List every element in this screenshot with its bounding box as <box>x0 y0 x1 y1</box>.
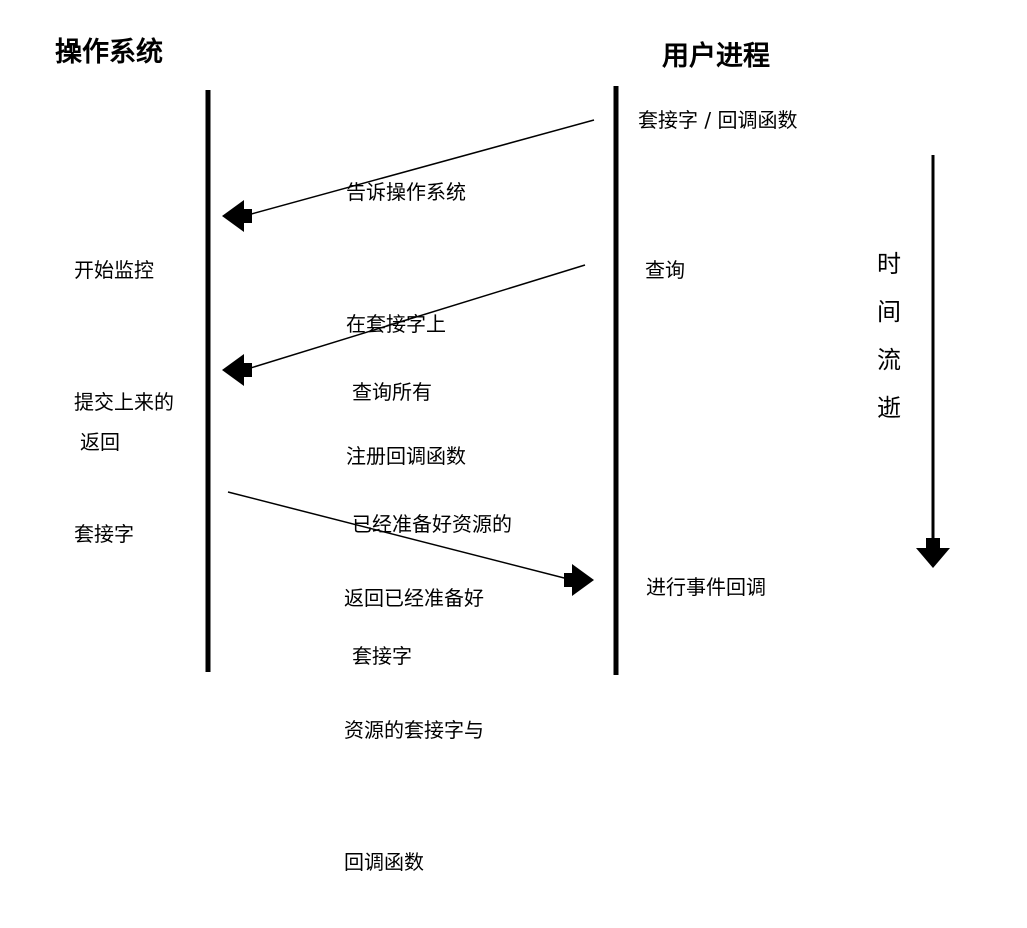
sequence-diagram-lines <box>205 86 950 675</box>
register-message-line-3: 注册回调函数 <box>346 444 466 468</box>
user-socket-callback-note: 套接字 / 回调函数 <box>638 108 798 132</box>
query-ready-sockets-arrow <box>222 264 586 386</box>
os-return-note: 返回 <box>80 430 120 454</box>
os-monitor-line-1: 开始监控 <box>74 258 154 282</box>
query-message-line-3: 套接字 <box>352 644 412 668</box>
response-message-line-3: 回调函数 <box>344 850 424 874</box>
user-query-note: 查询 <box>645 258 685 282</box>
time-flow-label: 时间流逝 <box>877 250 901 422</box>
response-message-line-1: 返回已经准备好 <box>344 586 484 610</box>
query-message-line-1: 查询所有 <box>352 380 432 404</box>
user-callback-note: 进行事件回调 <box>646 575 766 599</box>
register-callback-arrow <box>222 119 595 232</box>
response-message: 返回已经准备好 资源的套接字与 回调函数 <box>344 488 484 928</box>
register-message-line-2: 在套接字上 <box>346 312 446 336</box>
query-message: 查询所有 已经准备好资源的 套接字 <box>352 282 512 722</box>
os-heading: 操作系统 <box>55 37 163 68</box>
os-monitor-line-3: 套接字 <box>74 522 134 546</box>
register-message-line-1: 告诉操作系统 <box>346 180 466 204</box>
os-monitor-note: 开始监控 提交上来的 套接字 <box>74 160 174 600</box>
user-process-heading: 用户进程 <box>662 41 770 72</box>
query-message-line-2: 已经准备好资源的 <box>352 512 512 536</box>
time-flow-arrow <box>916 155 950 568</box>
response-message-line-2: 资源的套接字与 <box>344 718 484 742</box>
return-ready-sockets-arrow <box>227 491 594 596</box>
os-monitor-line-2: 提交上来的 <box>74 390 174 414</box>
register-message: 告诉操作系统 在套接字上 注册回调函数 <box>346 82 466 522</box>
